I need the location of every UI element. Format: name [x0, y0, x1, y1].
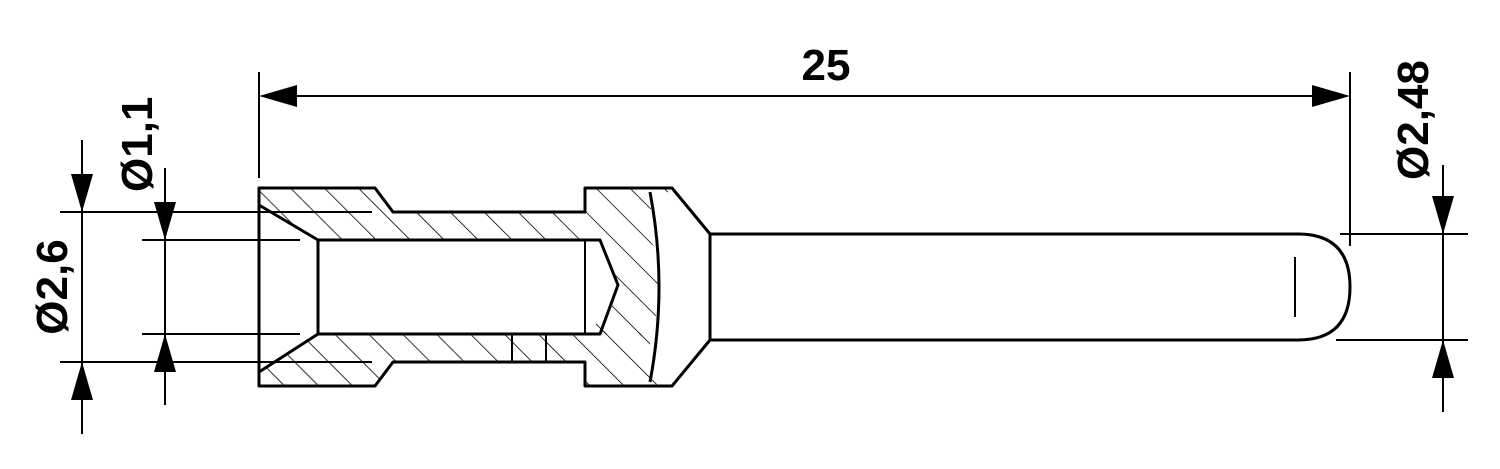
pin-diameter-label: Ø2,48	[1389, 60, 1438, 180]
length-dimension: 25	[258, 41, 1351, 246]
contact-body	[257, 186, 1352, 388]
section-hatching	[259, 188, 672, 386]
sleeve-diameter-label: Ø2,6	[28, 239, 77, 334]
bore-diameter-label: Ø1,1	[113, 97, 162, 192]
sleeve-diameter-dimension: Ø2,6	[28, 140, 372, 434]
bore-diameter-dimension: Ø1,1	[113, 97, 300, 405]
pin-diameter-dimension: Ø2,48	[1336, 60, 1468, 412]
length-label: 25	[802, 41, 851, 90]
